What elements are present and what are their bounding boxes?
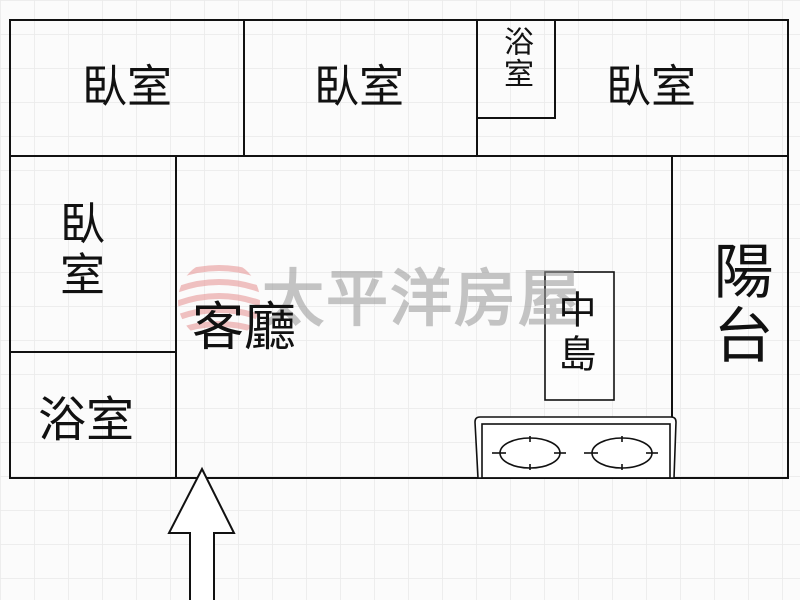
room-label-bedroom-1: 臥室 — [82, 60, 173, 113]
wall-bathroom-top — [477, 20, 556, 119]
room-label-bedroom-3: 臥室 — [606, 60, 697, 113]
room-label-bedroom-2: 臥室 — [314, 60, 405, 113]
watermark-text: 太平洋房屋 — [262, 262, 583, 335]
pacific-wave-logo-icon — [178, 265, 260, 335]
room-label-balcony: 陽台 — [703, 240, 773, 368]
room-label-bathroom-left: 浴室 — [38, 392, 135, 448]
room-label-bathroom-top: 浴室 — [498, 26, 533, 90]
room-label-bedroom-4: 臥室 — [52, 200, 105, 302]
room-label-living-room: 客廳 — [192, 298, 297, 358]
outer-wall — [9, 19, 789, 479]
room-label-kitchen-island: 中島 — [552, 290, 596, 378]
